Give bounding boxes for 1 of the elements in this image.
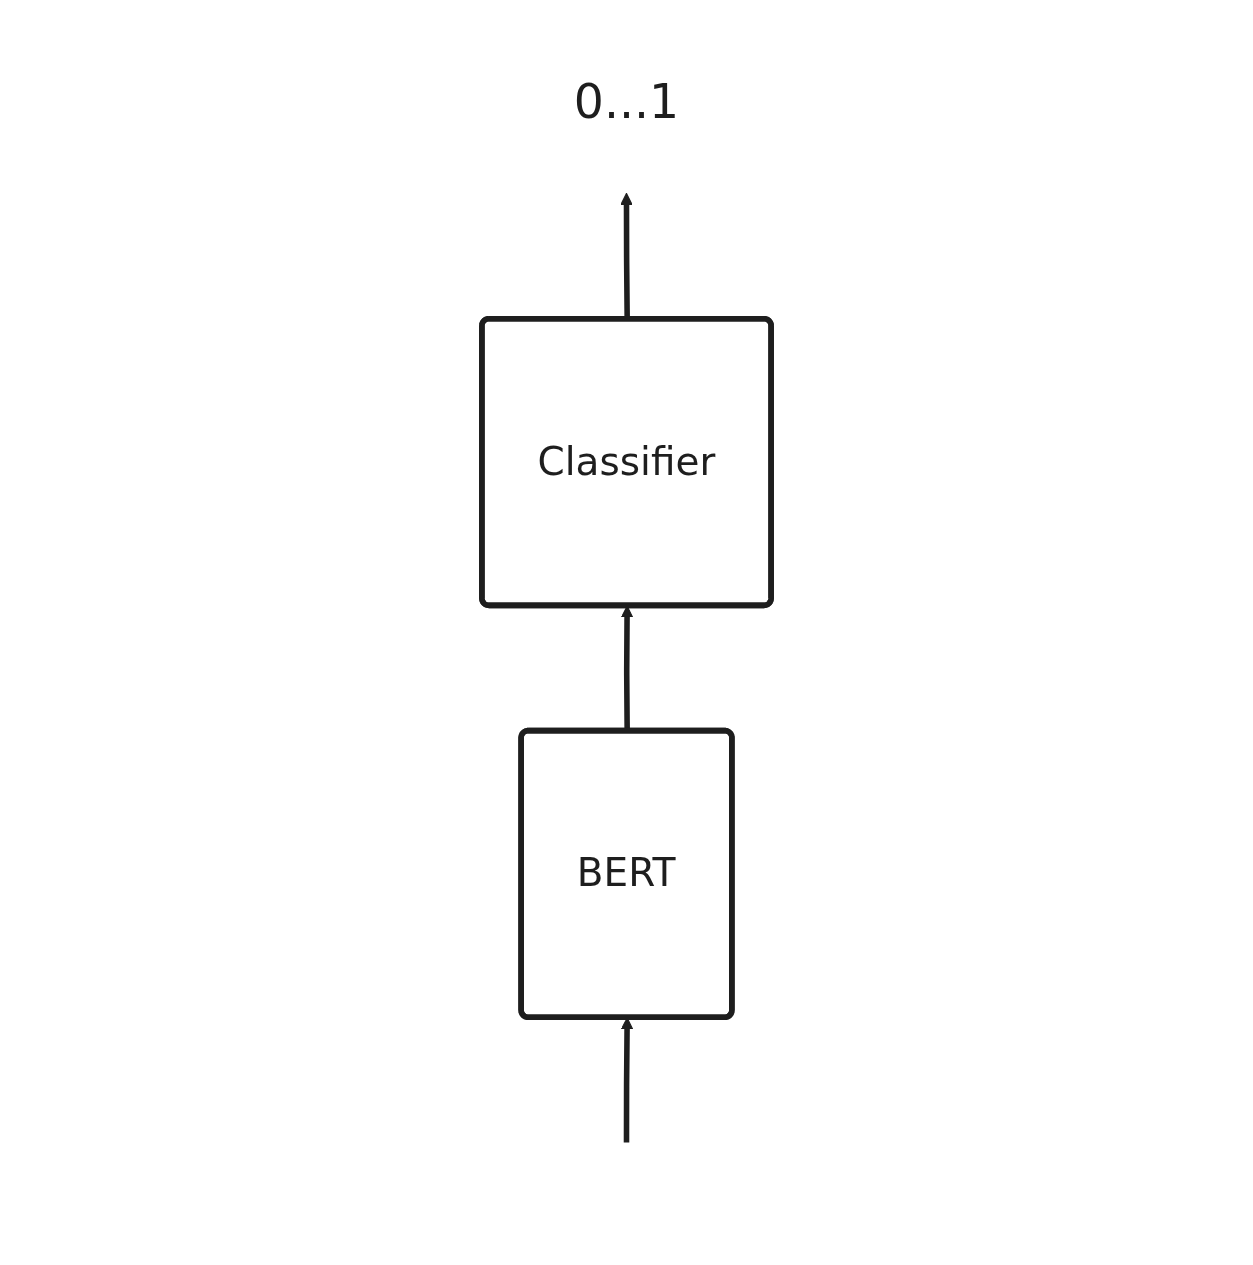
node-text: 0...1 <box>573 73 680 130</box>
